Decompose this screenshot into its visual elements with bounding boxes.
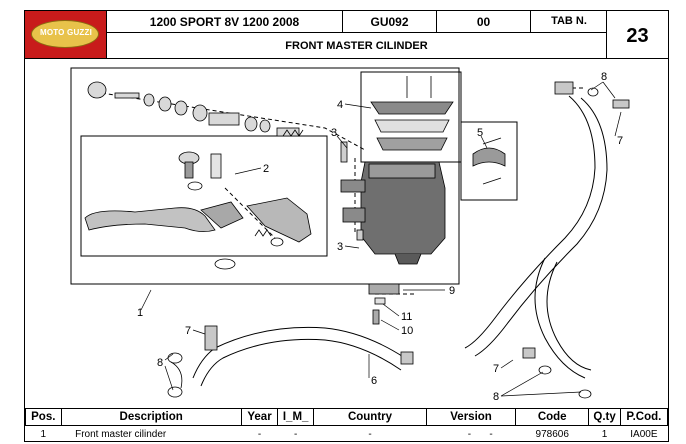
callout-3b: 3 (337, 241, 343, 253)
cell-pcod: IA00E (630, 428, 658, 440)
cell-pos: 1 (40, 428, 47, 440)
cell-version: -- (467, 428, 493, 440)
col-qty: Q.ty (588, 408, 621, 426)
callout-8c: 8 (493, 391, 499, 403)
catalog-code: GU092 (343, 11, 437, 33)
cell-country: - (368, 428, 372, 440)
lever-outline (80, 135, 328, 257)
callout-10: 10 (401, 325, 413, 337)
logo-oval-icon (31, 20, 99, 48)
callout-5: 5 (477, 127, 483, 139)
callout-3a: 3 (331, 127, 337, 139)
callout-1: 1 (137, 307, 143, 319)
cell-im: - (293, 428, 298, 440)
callout-8b: 8 (601, 71, 607, 83)
cell-year: - (257, 428, 262, 440)
moto-guzzi-logo: MOTO GUZZI (25, 11, 107, 58)
callout-8a: 8 (157, 357, 163, 369)
cell-code: 978606 (535, 428, 569, 440)
col-version: Version (426, 408, 517, 426)
col-pcod: P.Cod. (619, 408, 669, 426)
sheet-header: MOTO GUZZI 1200 SPORT 8V 1200 2008 GU092… (25, 11, 668, 59)
parts-table: Pos. Description Year I_M_ Country Versi… (25, 408, 669, 443)
col-country: Country (312, 408, 428, 426)
table-row[interactable]: 1 Front master cilinder - - - -- 978606 … (26, 426, 668, 443)
page-title: FRONT MASTER CILINDER (107, 33, 607, 58)
callout-7c: 7 (493, 363, 499, 375)
col-pos: Pos. (25, 408, 62, 426)
model-name: 1200 SPORT 8V 1200 2008 (107, 11, 343, 33)
exploded-parts-diagram: 1 2 3 3 4 5 6 7 7 7 8 8 8 9 10 11 (70, 67, 630, 403)
callout-2: 2 (263, 163, 269, 175)
table-header-row: Pos. Description Year I_M_ Country Versi… (25, 408, 669, 426)
callout-7b: 7 (617, 135, 623, 147)
col-code: Code (515, 408, 590, 426)
callout-9: 9 (449, 285, 455, 297)
clamp-outline (460, 121, 518, 201)
parts-sheet: MOTO GUZZI 1200 SPORT 8V 1200 2008 GU092… (24, 10, 669, 442)
col-year: Year (240, 408, 279, 426)
assembly-outline (70, 67, 460, 285)
callout-4: 4 (337, 99, 343, 111)
logo-text: MOTO GUZZI (39, 28, 93, 37)
callout-11: 11 (401, 311, 412, 323)
cell-description: Front master cilinder (75, 428, 167, 440)
callout-7a: 7 (185, 325, 191, 337)
tab-label-cell (531, 11, 607, 33)
col-description: Description (60, 408, 242, 426)
col-im: I_M_ (277, 408, 314, 426)
callout-6: 6 (371, 375, 377, 387)
cell-qty: 1 (601, 428, 608, 440)
tab-number: 23 (626, 25, 649, 47)
revision-number: 00 (437, 11, 531, 33)
tab-number-box: 23 (607, 11, 668, 58)
tab-label: TAB N. (551, 15, 587, 27)
